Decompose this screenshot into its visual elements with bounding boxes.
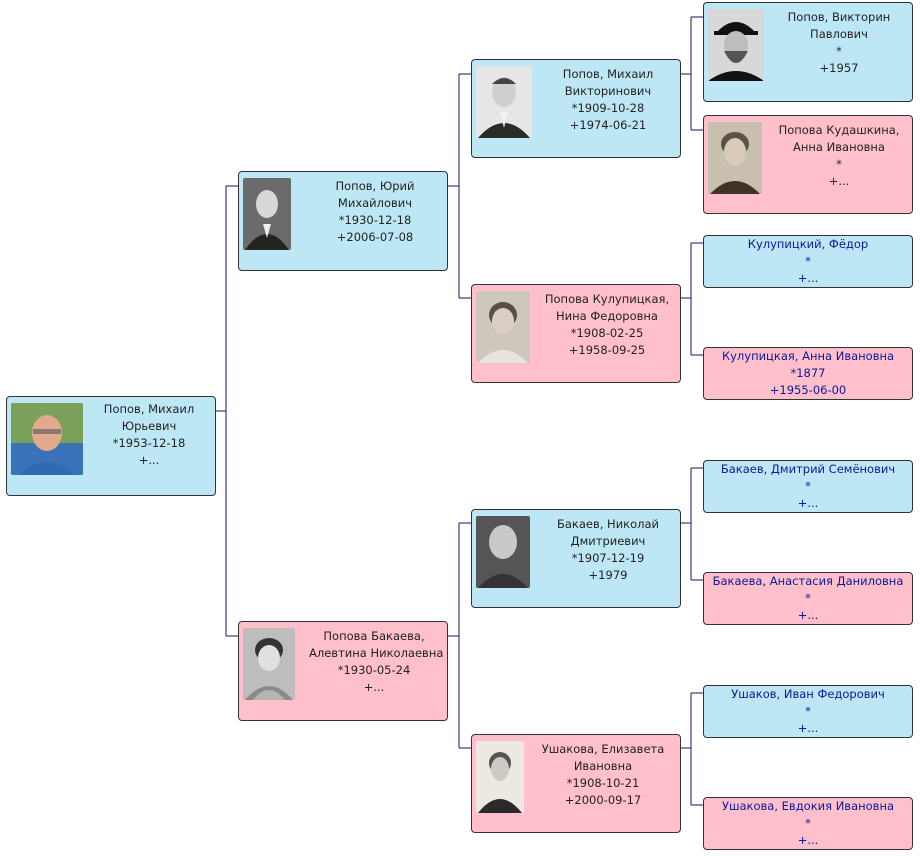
- birth-date: *: [805, 816, 811, 830]
- connector: [680, 692, 703, 806]
- portrait-photo: [243, 628, 295, 700]
- portrait-photo: [11, 403, 83, 475]
- person-name-cont: Дмитриевич: [570, 534, 646, 548]
- person-name-cont: Юрьевич: [121, 419, 177, 433]
- death-date: +...: [138, 453, 160, 467]
- person-card-popova-kudashkina[interactable]: Попова Кудашкина, Анна Ивановна * +...: [703, 115, 913, 214]
- death-date: +...: [797, 271, 819, 285]
- person-card-popova-kulupitskaya[interactable]: Попова Кулупицкая, Нина Федоровна *1908-…: [471, 284, 681, 383]
- portrait-photo: [708, 122, 762, 194]
- death-date: +...: [797, 721, 819, 735]
- person-name-cont: Нина Федоровна: [556, 309, 658, 323]
- portrait-photo: [476, 291, 530, 363]
- person-name: Кулупицкая, Анна Ивановна: [721, 349, 895, 363]
- person-card-bakaeva-anastasia[interactable]: Бакаева, Анастасия Даниловна * +...: [703, 572, 913, 625]
- person-name: Ушакова, Евдокия Ивановна: [721, 799, 895, 813]
- birth-date: *1930-12-18: [338, 213, 412, 227]
- death-date: +1979: [588, 568, 628, 582]
- portrait-photo: [708, 9, 764, 81]
- person-name-cont: Анна Ивановна: [793, 140, 885, 154]
- death-date: +1974-06-21: [569, 118, 647, 132]
- birth-date: *1953-12-18: [112, 436, 186, 450]
- person-name-cont: Ивановна: [573, 759, 633, 773]
- portrait-photo: [243, 178, 291, 250]
- birth-date: *: [836, 44, 842, 58]
- birth-date: *1908-10-21: [566, 776, 640, 790]
- portrait-photo: [476, 741, 524, 813]
- connector: [447, 522, 471, 749]
- person-card-popov-viktorin[interactable]: Попов, Викторин Павлович * +1957: [703, 2, 913, 102]
- birth-date: *: [805, 254, 811, 268]
- death-date: +1958-09-25: [568, 343, 646, 357]
- person-name: Бакаева, Анастасия Даниловна: [712, 574, 904, 588]
- connector: [680, 467, 703, 581]
- birth-date: *: [805, 479, 811, 493]
- death-date: +...: [797, 608, 819, 622]
- birth-date: *1907-12-19: [571, 551, 645, 565]
- death-date: +...: [797, 833, 819, 847]
- death-date: +2006-07-08: [336, 230, 414, 244]
- connector: [215, 185, 238, 637]
- person-card-popov-mikhail-viktorinovich[interactable]: Попов, Михаил Викторинович *1909-10-28 +…: [471, 59, 681, 158]
- person-name: Бакаев, Николай: [556, 517, 660, 531]
- connector: [680, 16, 703, 131]
- death-date: +1955-06-00: [769, 383, 847, 397]
- death-date: +...: [797, 496, 819, 510]
- person-name: Бакаев, Дмитрий Семёнович: [720, 462, 896, 476]
- person-name: Попов, Михаил: [562, 67, 654, 81]
- person-name: Попов, Викторин: [787, 10, 891, 24]
- person-name: Попова Бакаева,: [323, 629, 425, 643]
- person-card-ushakov-ivan[interactable]: Ушаков, Иван Федорович * +...: [703, 685, 913, 738]
- death-date: +...: [363, 680, 385, 694]
- person-name-cont: Михайлович: [337, 196, 413, 210]
- death-date: +...: [828, 174, 850, 188]
- person-card-popova-bakaeva[interactable]: Попова Бакаева, Алевтина Николаевна *193…: [238, 621, 448, 721]
- connector: [680, 242, 703, 356]
- person-card-ushakova-elizaveta[interactable]: Ушакова, Елизавета Ивановна *1908-10-21 …: [471, 734, 681, 833]
- connector: [447, 73, 471, 299]
- birth-date: *: [805, 704, 811, 718]
- birth-date: *1909-10-28: [571, 101, 645, 115]
- person-name-cont: Павлович: [810, 27, 868, 41]
- person-card-bakaev-nikolai[interactable]: Бакаев, Николай Дмитриевич *1907-12-19 +…: [471, 509, 681, 608]
- birth-date: *1930-05-24: [337, 663, 411, 677]
- person-name: Попов, Юрий: [335, 179, 415, 193]
- person-name: Ушакова, Елизавета: [541, 742, 665, 756]
- person-card-ushakova-evdokia[interactable]: Ушакова, Евдокия Ивановна * +...: [703, 797, 913, 850]
- person-name: Попова Кудашкина,: [778, 123, 900, 137]
- birth-date: *1877: [790, 366, 826, 380]
- death-date: +2000-09-17: [564, 793, 642, 807]
- person-name: Кулупицкий, Фёдор: [747, 237, 869, 251]
- person-card-popov-yuri[interactable]: Попов, Юрий Михайлович *1930-12-18 +2006…: [238, 171, 448, 271]
- person-card-kulupitsky-fyodor[interactable]: Кулупицкий, Фёдор * +...: [703, 235, 913, 288]
- person-card-kulupitskaya-anna[interactable]: Кулупицкая, Анна Ивановна *1877 +1955-06…: [703, 347, 913, 400]
- person-card-bakaev-dmitry[interactable]: Бакаев, Дмитрий Семёнович * +...: [703, 460, 913, 513]
- birth-date: *1908-02-25: [570, 326, 644, 340]
- birth-date: *: [805, 591, 811, 605]
- portrait-photo: [476, 66, 532, 138]
- person-card-popov-mikhail-yurievich[interactable]: Попов, Михаил Юрьевич *1953-12-18 +...: [6, 396, 216, 496]
- birth-date: *: [836, 157, 842, 171]
- person-name: Ушаков, Иван Федорович: [731, 687, 885, 701]
- person-name-cont: Алевтина Николаевна: [309, 646, 444, 660]
- person-name-cont: Викторинович: [564, 84, 652, 98]
- portrait-photo: [476, 516, 530, 588]
- person-name: Попова Кулупицкая,: [544, 292, 670, 306]
- death-date: +1957: [819, 61, 859, 75]
- person-name: Попов, Михаил: [103, 402, 195, 416]
